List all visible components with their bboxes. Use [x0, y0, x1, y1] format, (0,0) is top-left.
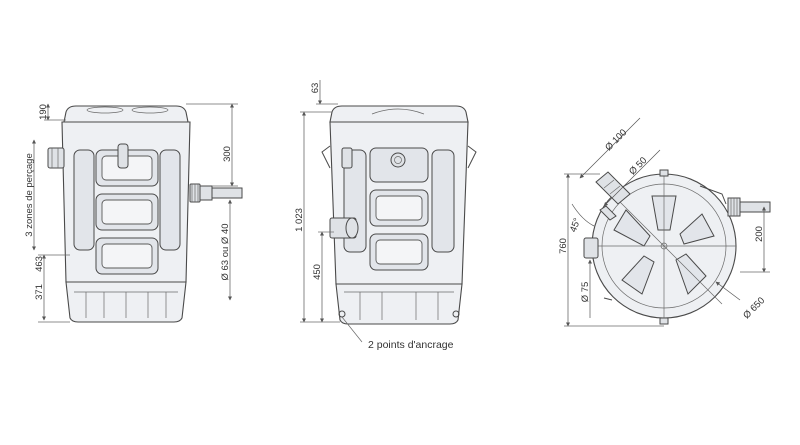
front-view-handle-right — [467, 145, 477, 169]
top-view-dim-200: 200 — [754, 226, 765, 242]
top-view-dim-d100: Ø 100 — [603, 127, 629, 153]
top-view-dim-45deg: 45° — [568, 216, 583, 233]
side-view-outlet-pipe — [189, 183, 243, 203]
top-view-dim-d50: Ø 50 — [627, 155, 649, 177]
front-view: 63 1 023 450 2 points d'ancrage — [294, 80, 477, 351]
side-view-dim-300: 300 — [222, 146, 233, 162]
front-view-dim-63: 63 — [310, 83, 321, 94]
front-view-base — [335, 283, 463, 325]
top-view-side-inlet — [583, 237, 599, 259]
top-view-inlet-pipes — [595, 171, 631, 221]
front-view-anchor-right — [452, 310, 460, 318]
front-view-lid — [329, 105, 469, 123]
top-view-dim-d75: Ø 75 — [580, 282, 591, 303]
side-view-lid — [63, 105, 189, 123]
top-view-outlet-pipe — [727, 197, 771, 217]
side-view-pipe-diameter: Ø 63 ou Ø 40 — [220, 223, 231, 280]
front-view-dim-450: 450 — [312, 264, 323, 280]
top-view-rib-pattern — [592, 174, 736, 318]
side-view-drilling-zones-label: 3 zones de perçage — [24, 153, 35, 236]
top-view-dim-760: 760 — [558, 238, 569, 254]
front-view-inlet-port — [390, 152, 406, 168]
side-view-inlet-pipe — [47, 147, 65, 169]
top-view-dim-d650: Ø 650 — [741, 295, 767, 321]
side-view: 190 3 zones de perçage 463 371 300 Ø 63 … — [24, 103, 243, 323]
front-view-anchor-note: 2 points d'ancrage — [368, 339, 454, 351]
front-view-handle-left — [321, 145, 331, 169]
side-view-dim-463: 463 — [34, 256, 45, 272]
front-view-side-inlet — [329, 217, 359, 239]
side-view-dim-371: 371 — [34, 284, 45, 300]
front-view-dim-1023: 1 023 — [294, 208, 305, 232]
side-view-dim-190: 190 — [38, 104, 49, 120]
top-view: 760 45° Ø 100 Ø 50 Ø 75 200 Ø 650 — [558, 117, 771, 327]
